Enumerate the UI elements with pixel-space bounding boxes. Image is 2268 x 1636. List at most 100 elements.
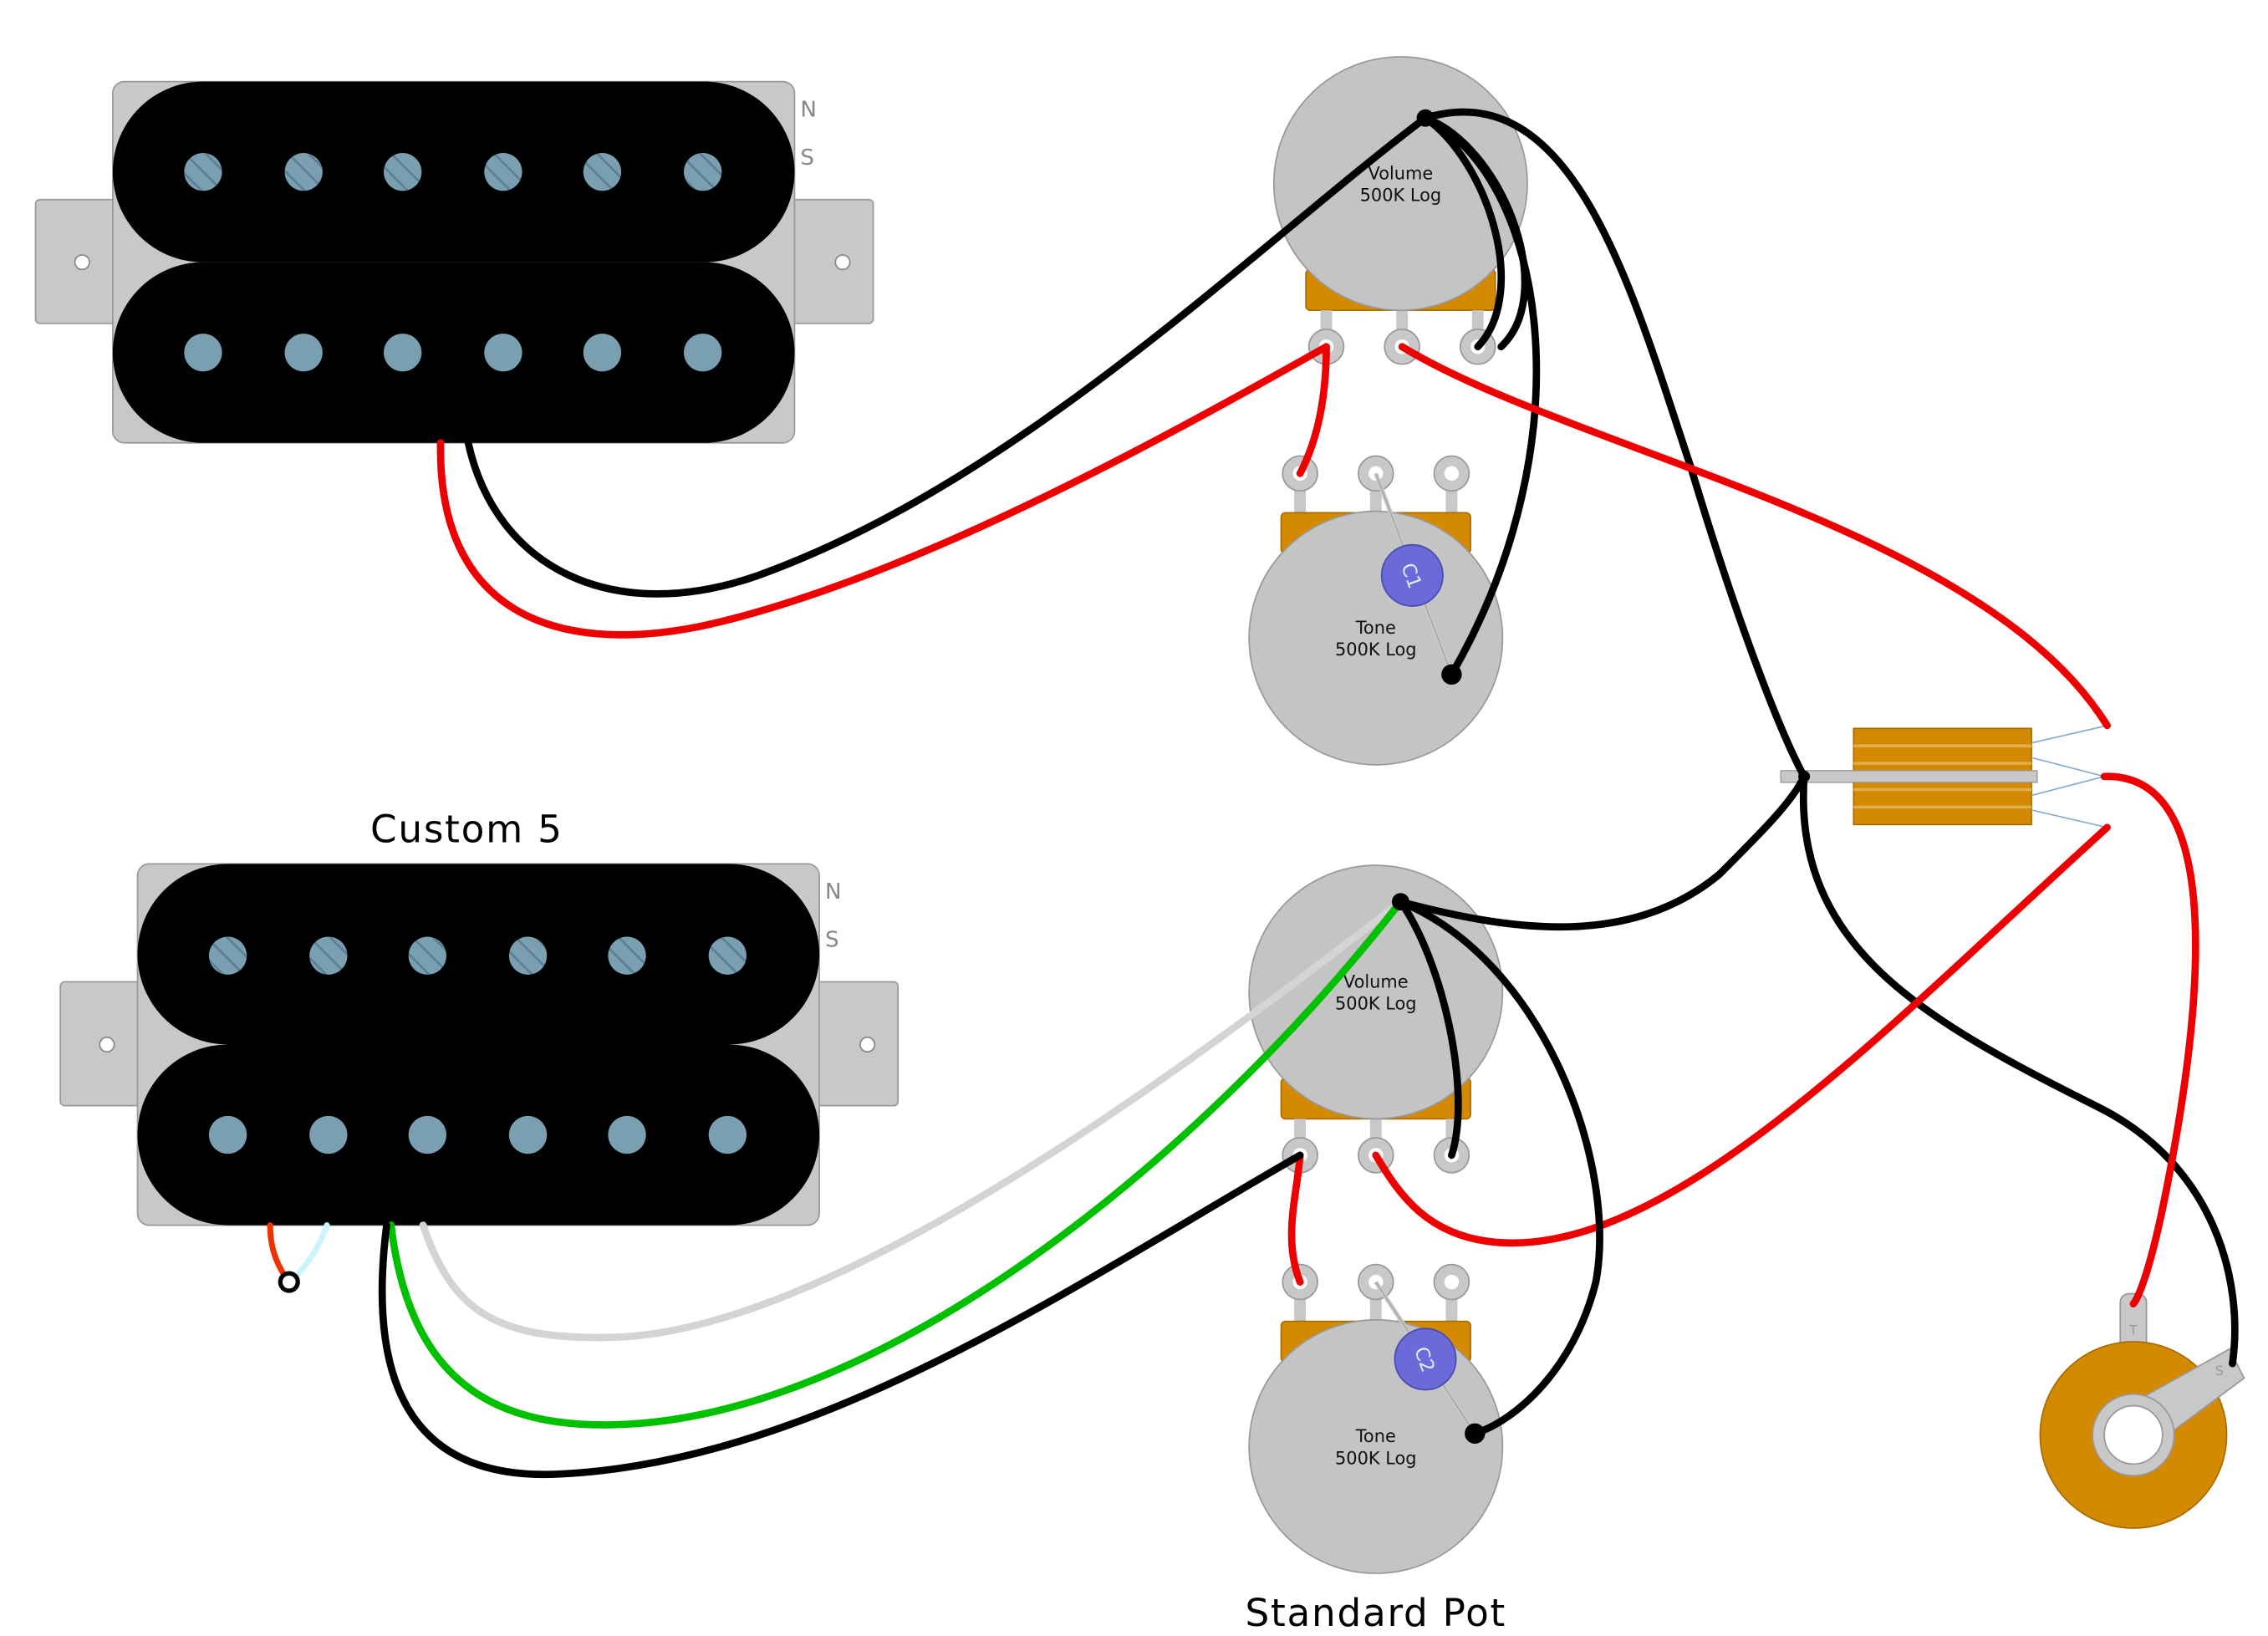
north-label: N <box>800 97 817 122</box>
jack-tip-label: T <box>2128 1322 2138 1338</box>
pot-lug-stem <box>1471 310 1484 334</box>
pole-slug <box>309 1115 348 1154</box>
pole-screw <box>408 936 446 975</box>
pickup-coil-bottom <box>112 262 795 443</box>
pole-slugs <box>208 1115 747 1154</box>
pot-label-value: 500K Log <box>1335 640 1417 660</box>
mount-hole-right <box>834 254 851 271</box>
pot-lug-hole <box>1444 1274 1460 1290</box>
solder-point <box>1441 664 1462 685</box>
mount-tab-right <box>813 981 900 1107</box>
pot-label-value: 500K Log <box>1335 1448 1417 1468</box>
pole-slug <box>684 334 722 372</box>
mount-tab-right <box>789 198 874 324</box>
pole-slug <box>583 334 622 372</box>
wire-black <box>1421 108 1808 781</box>
north-label: N <box>825 879 842 905</box>
pole-slug <box>608 1115 646 1154</box>
tone-pot-bottom: C2 Tone 500K Log <box>1248 1263 1504 1574</box>
wire-black <box>1397 898 1462 1159</box>
pot-lug-hole <box>1444 466 1460 482</box>
wire-black <box>1397 898 1603 1438</box>
pole-screw <box>208 936 247 975</box>
capacitor <box>1380 543 1444 607</box>
pot-label-value: 500K Log <box>1335 994 1417 1014</box>
pole-screws <box>184 152 722 191</box>
pole-slug <box>208 1115 247 1154</box>
wire-red <box>1398 343 2111 730</box>
south-label: S <box>800 145 814 171</box>
pole-screw <box>708 936 747 975</box>
pot-body <box>1248 510 1504 766</box>
switch-ground-tab <box>1780 770 2038 783</box>
wire-red <box>2100 772 2199 1308</box>
pole-slug <box>508 1115 548 1154</box>
south-label: S <box>825 928 839 953</box>
jack-hole <box>2103 1404 2164 1465</box>
pole-screw <box>684 152 722 191</box>
switch-lead <box>2031 809 2107 828</box>
pot-label-name: Tone <box>1355 1426 1396 1446</box>
pole-screws <box>208 936 747 975</box>
capacitor <box>1394 1328 1457 1391</box>
pickup-coil-bottom <box>137 1044 820 1226</box>
pole-screw <box>508 936 548 975</box>
jack-sleeve-label: S <box>2215 1363 2224 1379</box>
pole-screw <box>583 152 622 191</box>
wire-green <box>387 898 1404 1429</box>
pole-slug <box>184 334 222 372</box>
pole-slug <box>484 334 522 372</box>
neck-pickup: N S <box>34 80 874 444</box>
solder-point <box>1416 109 1435 127</box>
pickup-name-label: Custom 5 <box>370 807 563 851</box>
pot-label-name: Volume <box>1368 163 1434 183</box>
pole-screw <box>184 152 222 191</box>
output-jack: T S <box>2039 1292 2245 1529</box>
wires <box>267 108 2239 1479</box>
wire-black <box>378 1151 1304 1479</box>
pot-body <box>1248 864 1504 1120</box>
wire-white <box>419 898 1404 1342</box>
wire-black <box>1799 772 2239 1368</box>
pole-slug <box>384 334 422 372</box>
mount-hole-left <box>99 1036 115 1053</box>
pot-body <box>1272 56 1528 312</box>
pole-slug <box>284 334 323 372</box>
pole-screw <box>309 936 348 975</box>
wire-red <box>1372 823 2111 1247</box>
pole-screw <box>608 936 646 975</box>
switch-lead <box>2031 724 2107 744</box>
pot-lug-stem <box>1396 310 1409 334</box>
solder-point <box>1465 1423 1486 1444</box>
switch-lead <box>2031 775 2105 797</box>
bridge-pickup: N S <box>59 863 900 1226</box>
toggle-switch <box>1780 724 2107 828</box>
mount-hole-right <box>859 1036 876 1053</box>
volume-pot-bottom: Volume 500K Log <box>1248 864 1504 1174</box>
solder-point <box>1798 770 1811 782</box>
wire-black <box>1421 114 1506 351</box>
wire-black <box>464 114 1430 598</box>
wire-black <box>1397 772 1808 931</box>
pot-label-value: 500K Log <box>1360 185 1442 205</box>
pot-body <box>1248 1318 1504 1574</box>
pot-type-label: Standard Pot <box>1245 1591 1506 1635</box>
mount-hole-left <box>74 254 90 271</box>
wire-red <box>1287 1151 1304 1286</box>
pot-label-name: Volume <box>1343 972 1409 992</box>
pot-label-name: Tone <box>1355 618 1396 638</box>
switch-lead <box>2031 757 2105 777</box>
pole-screw <box>384 152 422 191</box>
pole-screw <box>484 152 522 191</box>
pole-screw <box>284 152 323 191</box>
pickup-coil-top <box>112 81 795 262</box>
wire-red <box>1296 343 1330 477</box>
pole-slugs <box>184 334 722 372</box>
pole-slug <box>408 1115 446 1154</box>
wire-red <box>436 343 1330 639</box>
solder-point <box>1391 893 1409 911</box>
wire-termination <box>278 1271 300 1293</box>
wire-black <box>1421 114 1541 679</box>
pickup-coil-top <box>137 864 820 1045</box>
